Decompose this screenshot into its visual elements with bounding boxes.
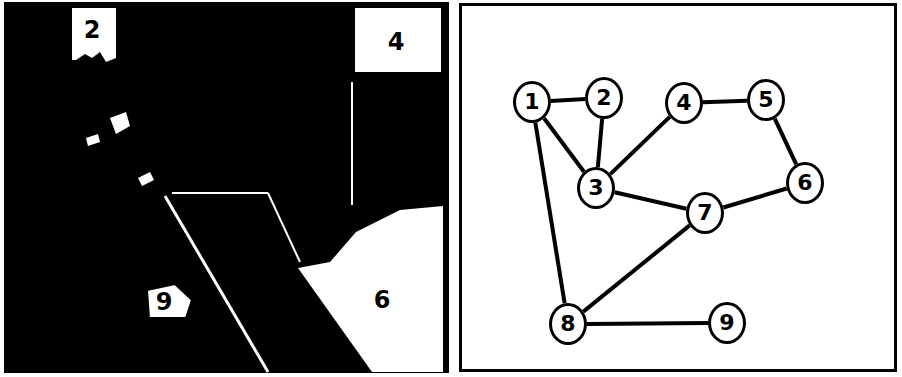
graph-edge: [544, 118, 584, 172]
graph-node-circle: 4: [665, 82, 703, 124]
graph-node-circle: 3: [577, 167, 615, 209]
node-number: 3: [588, 177, 603, 199]
graph-edge: [610, 117, 669, 174]
node-number: 2: [596, 87, 611, 109]
node-number: 4: [676, 92, 691, 114]
graph-edge: [703, 101, 747, 103]
node-number: 9: [719, 312, 734, 334]
node-number: 1: [524, 91, 539, 113]
graph-node-circle: 5: [747, 79, 785, 121]
graph-edge: [535, 123, 564, 304]
graph-edge: [551, 99, 585, 101]
graph-edge: [723, 189, 786, 208]
graph-panel: [459, 3, 897, 372]
graph-node-circle: 2: [585, 77, 623, 119]
graph-edge: [615, 192, 687, 208]
graph-edge: [583, 225, 689, 311]
graph-node-circle: 1: [513, 81, 551, 123]
graph-edge: [598, 119, 602, 167]
graph-node-circle: 6: [786, 162, 824, 204]
node-number: 5: [758, 89, 773, 111]
node-number: 6: [797, 172, 812, 194]
node-number: 8: [560, 313, 575, 335]
node-number: 7: [697, 202, 712, 224]
graph-edge: [775, 119, 796, 165]
graph-node-circle: 8: [549, 303, 587, 345]
region-label: 4: [387, 30, 406, 54]
region-label: 9: [155, 290, 174, 314]
graph-node-circle: 9: [708, 302, 746, 344]
region-label: 2: [83, 18, 102, 42]
graph-node-circle: 7: [686, 192, 724, 234]
graph-edge: [587, 323, 708, 325]
region-label: 6: [373, 288, 392, 312]
